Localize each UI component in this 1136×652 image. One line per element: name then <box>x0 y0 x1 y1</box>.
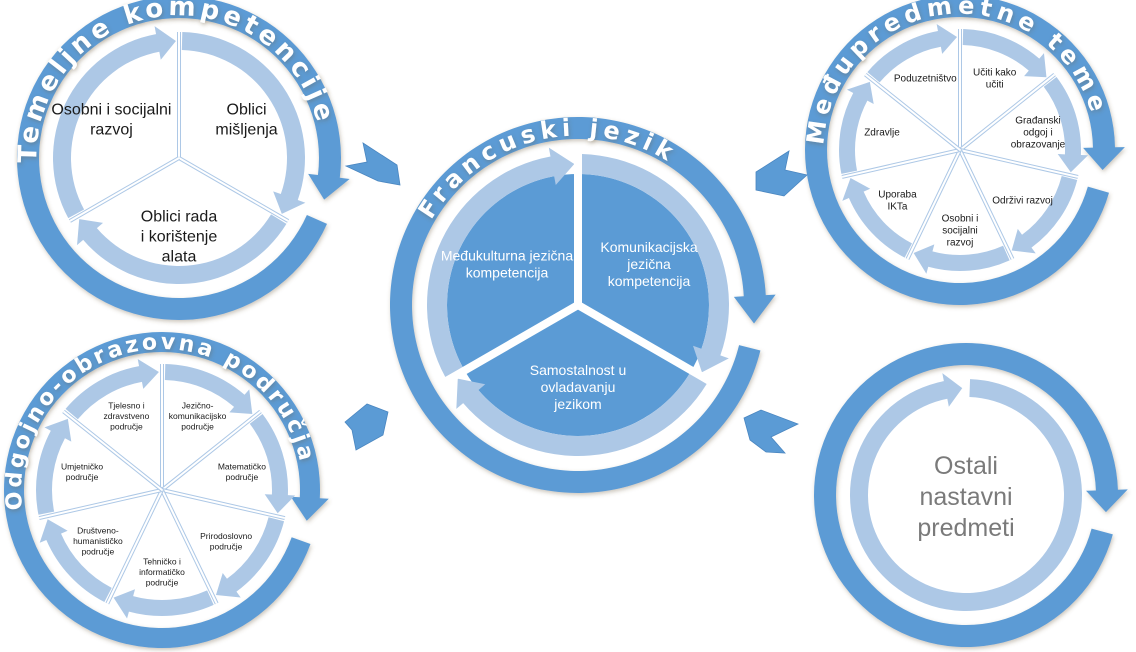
areas-inner-arrow <box>164 364 253 415</box>
cross-segment-label: Održivi razvoj <box>992 195 1053 206</box>
areas-inner-arrow <box>215 517 285 598</box>
cross-segment-label: Poduzetništvo <box>894 73 957 84</box>
center-divider <box>445 301 580 384</box>
cross-inner-arrow <box>913 244 1010 274</box>
cross-inner-arrow <box>962 29 1047 78</box>
center-inner-arrow <box>427 147 575 378</box>
cross-inner-arrow <box>1011 176 1078 254</box>
cross-divider-inner <box>906 149 961 260</box>
foundational-divider-inner <box>178 157 289 222</box>
areas-inner-arrow <box>113 589 214 619</box>
areas-divider-inner <box>62 410 163 491</box>
connector-arrow-education-areas <box>344 403 389 451</box>
areas-inner-arrow <box>249 414 296 514</box>
connector-arrow-other-subjects <box>743 409 800 454</box>
areas-divider-inner <box>38 489 163 520</box>
cross-divider-inner <box>959 149 1014 260</box>
cross-inner-arrow <box>1043 77 1089 173</box>
cross-inner-arrow <box>842 178 912 258</box>
foundational-divider-inner <box>69 157 180 222</box>
areas-divider-inner <box>106 489 163 604</box>
areas-divider-inner <box>161 410 262 491</box>
cross-divider-inner <box>841 149 961 178</box>
center-inner-arrow <box>456 373 707 456</box>
cross-divider-inner <box>959 73 1056 151</box>
cross-segment-label: Zdravlje <box>864 128 900 139</box>
center-divider <box>576 301 711 384</box>
areas-divider-inner <box>161 489 286 520</box>
center-inner-arrow <box>581 154 729 373</box>
areas-inner-arrow <box>36 418 72 515</box>
cross-divider-inner <box>959 149 1079 178</box>
areas-inner-arrow <box>65 359 159 420</box>
connector-arrow-foundational <box>344 142 401 186</box>
foundational-inner-arrow <box>77 214 287 285</box>
connector-arrows <box>344 142 808 454</box>
connector-arrow-cross-curricular <box>755 150 808 197</box>
areas-divider-inner <box>161 489 218 604</box>
cross-divider-inner <box>864 73 961 151</box>
cross-inner-arrow <box>867 23 958 83</box>
areas-inner-arrow <box>39 519 112 603</box>
foundational-inner-arrow <box>53 26 176 219</box>
cross-inner-arrow <box>839 81 874 174</box>
foundational-inner-arrow <box>181 32 306 214</box>
